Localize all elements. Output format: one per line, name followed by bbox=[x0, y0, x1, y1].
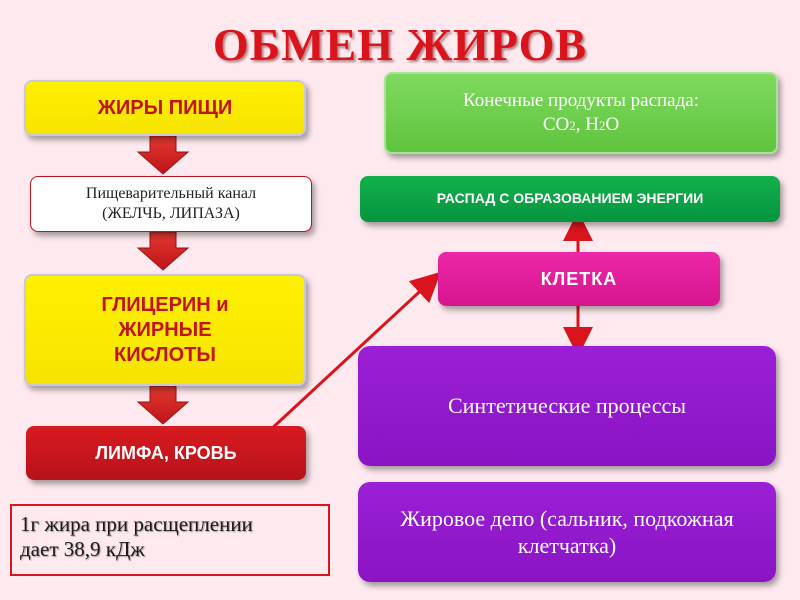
synthesis-label: Синтетические процессы bbox=[447, 393, 687, 419]
digestive-enzymes-label: (ЖЕЛЧЬ, ЛИПАЗА) bbox=[102, 205, 240, 222]
block-arrow-1 bbox=[136, 135, 190, 175]
fat-depot-box: Жировое депо (сальник, подкожная клетчат… bbox=[358, 482, 776, 582]
energy-note-line1: 1г жира при расщеплении bbox=[20, 512, 253, 536]
fat-depot-label: Жировое депо (сальник, подкожная клетчат… bbox=[400, 505, 734, 559]
cell-label: КЛЕТКА bbox=[540, 268, 618, 289]
cell-box: КЛЕТКА bbox=[438, 252, 720, 306]
food-fats-label: ЖИРЫ ПИЩИ bbox=[97, 96, 233, 119]
block-arrow-2 bbox=[136, 231, 190, 271]
end-products-box: Конечные продукты распада: CO2, H2O bbox=[384, 72, 778, 154]
block-arrow-3 bbox=[136, 385, 190, 425]
lymph-blood-label: ЛИМФА, КРОВЬ bbox=[95, 442, 237, 463]
food-fats-box: ЖИРЫ ПИЩИ bbox=[24, 80, 306, 136]
end-products-label: Конечные продукты распада: bbox=[463, 90, 699, 112]
synthesis-box: Синтетические процессы bbox=[358, 346, 776, 466]
decay-energy-box: РАСПАД С ОБРАЗОВАНИЕМ ЭНЕРГИИ bbox=[360, 176, 780, 222]
digestive-tract-label: Пищеварительный канал bbox=[85, 185, 257, 202]
diagram-title: ОБМЕН ЖИРОВ bbox=[212, 19, 588, 70]
decay-energy-label: РАСПАД С ОБРАЗОВАНИЕМ ЭНЕРГИИ bbox=[436, 190, 704, 207]
end-products-formula: CO2, H2O bbox=[542, 114, 620, 135]
arrow-blood-to-cell bbox=[266, 271, 442, 434]
energy-note-line2: дает 38,9 кДж bbox=[20, 537, 145, 562]
lymph-blood-box: ЛИМФА, КРОВЬ bbox=[26, 426, 306, 480]
digestive-tract-box: Пищеварительный канал (ЖЕЛЧЬ, ЛИПАЗА) bbox=[30, 176, 312, 232]
glycerol-fatty-acids-box: ГЛИЦЕРИН и ЖИРНЫЕ КИСЛОТЫ bbox=[24, 274, 306, 386]
energy-note: 1г жира при расщеплении дает 38,9 кДж bbox=[10, 504, 330, 576]
glycerol-fatty-acids-label: ГЛИЦЕРИН и ЖИРНЫЕ КИСЛОТЫ bbox=[101, 293, 229, 366]
